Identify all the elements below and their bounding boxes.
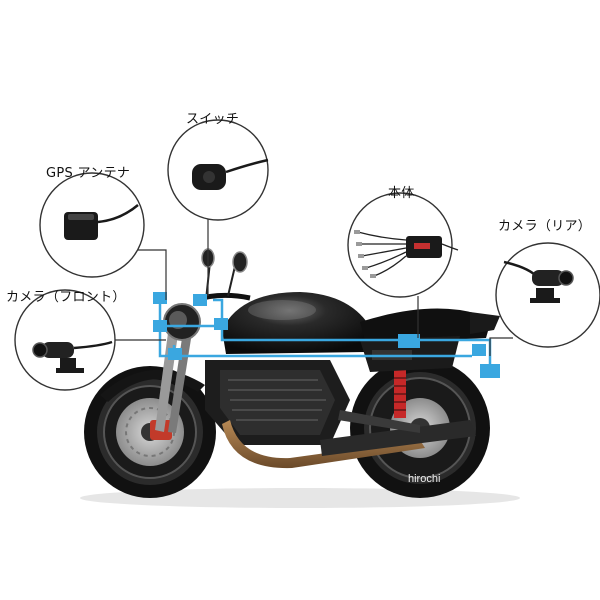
switch-icon (192, 158, 269, 190)
gps-antenna-label: GPS アンテナ (46, 166, 131, 181)
front-camera-callout (14, 289, 116, 391)
main-unit-icon (354, 230, 459, 278)
motorcycle (80, 248, 520, 508)
rear-camera-callout (495, 242, 600, 348)
main-unit-callout (347, 192, 459, 298)
gps-antenna-icon (64, 204, 139, 240)
camera-front-label: カメラ（フロント） (6, 290, 126, 305)
main-unit-label: 本体 (388, 186, 415, 201)
gps-antenna-callout (39, 172, 145, 278)
front-camera-icon (32, 340, 113, 373)
tail (470, 312, 500, 334)
seat (360, 308, 490, 344)
camera-rear-label: カメラ（リア） (498, 219, 592, 234)
rear-camera-icon (503, 260, 574, 303)
switch-callout (167, 119, 269, 221)
watermark: hirochi (408, 473, 441, 485)
fuel-tank (222, 292, 372, 354)
swingarm (338, 410, 420, 433)
exhaust-pipe (222, 420, 425, 469)
switch-label: スイッチ (186, 112, 240, 127)
wire-connectors (153, 292, 500, 378)
callout-leaders (100, 215, 513, 356)
